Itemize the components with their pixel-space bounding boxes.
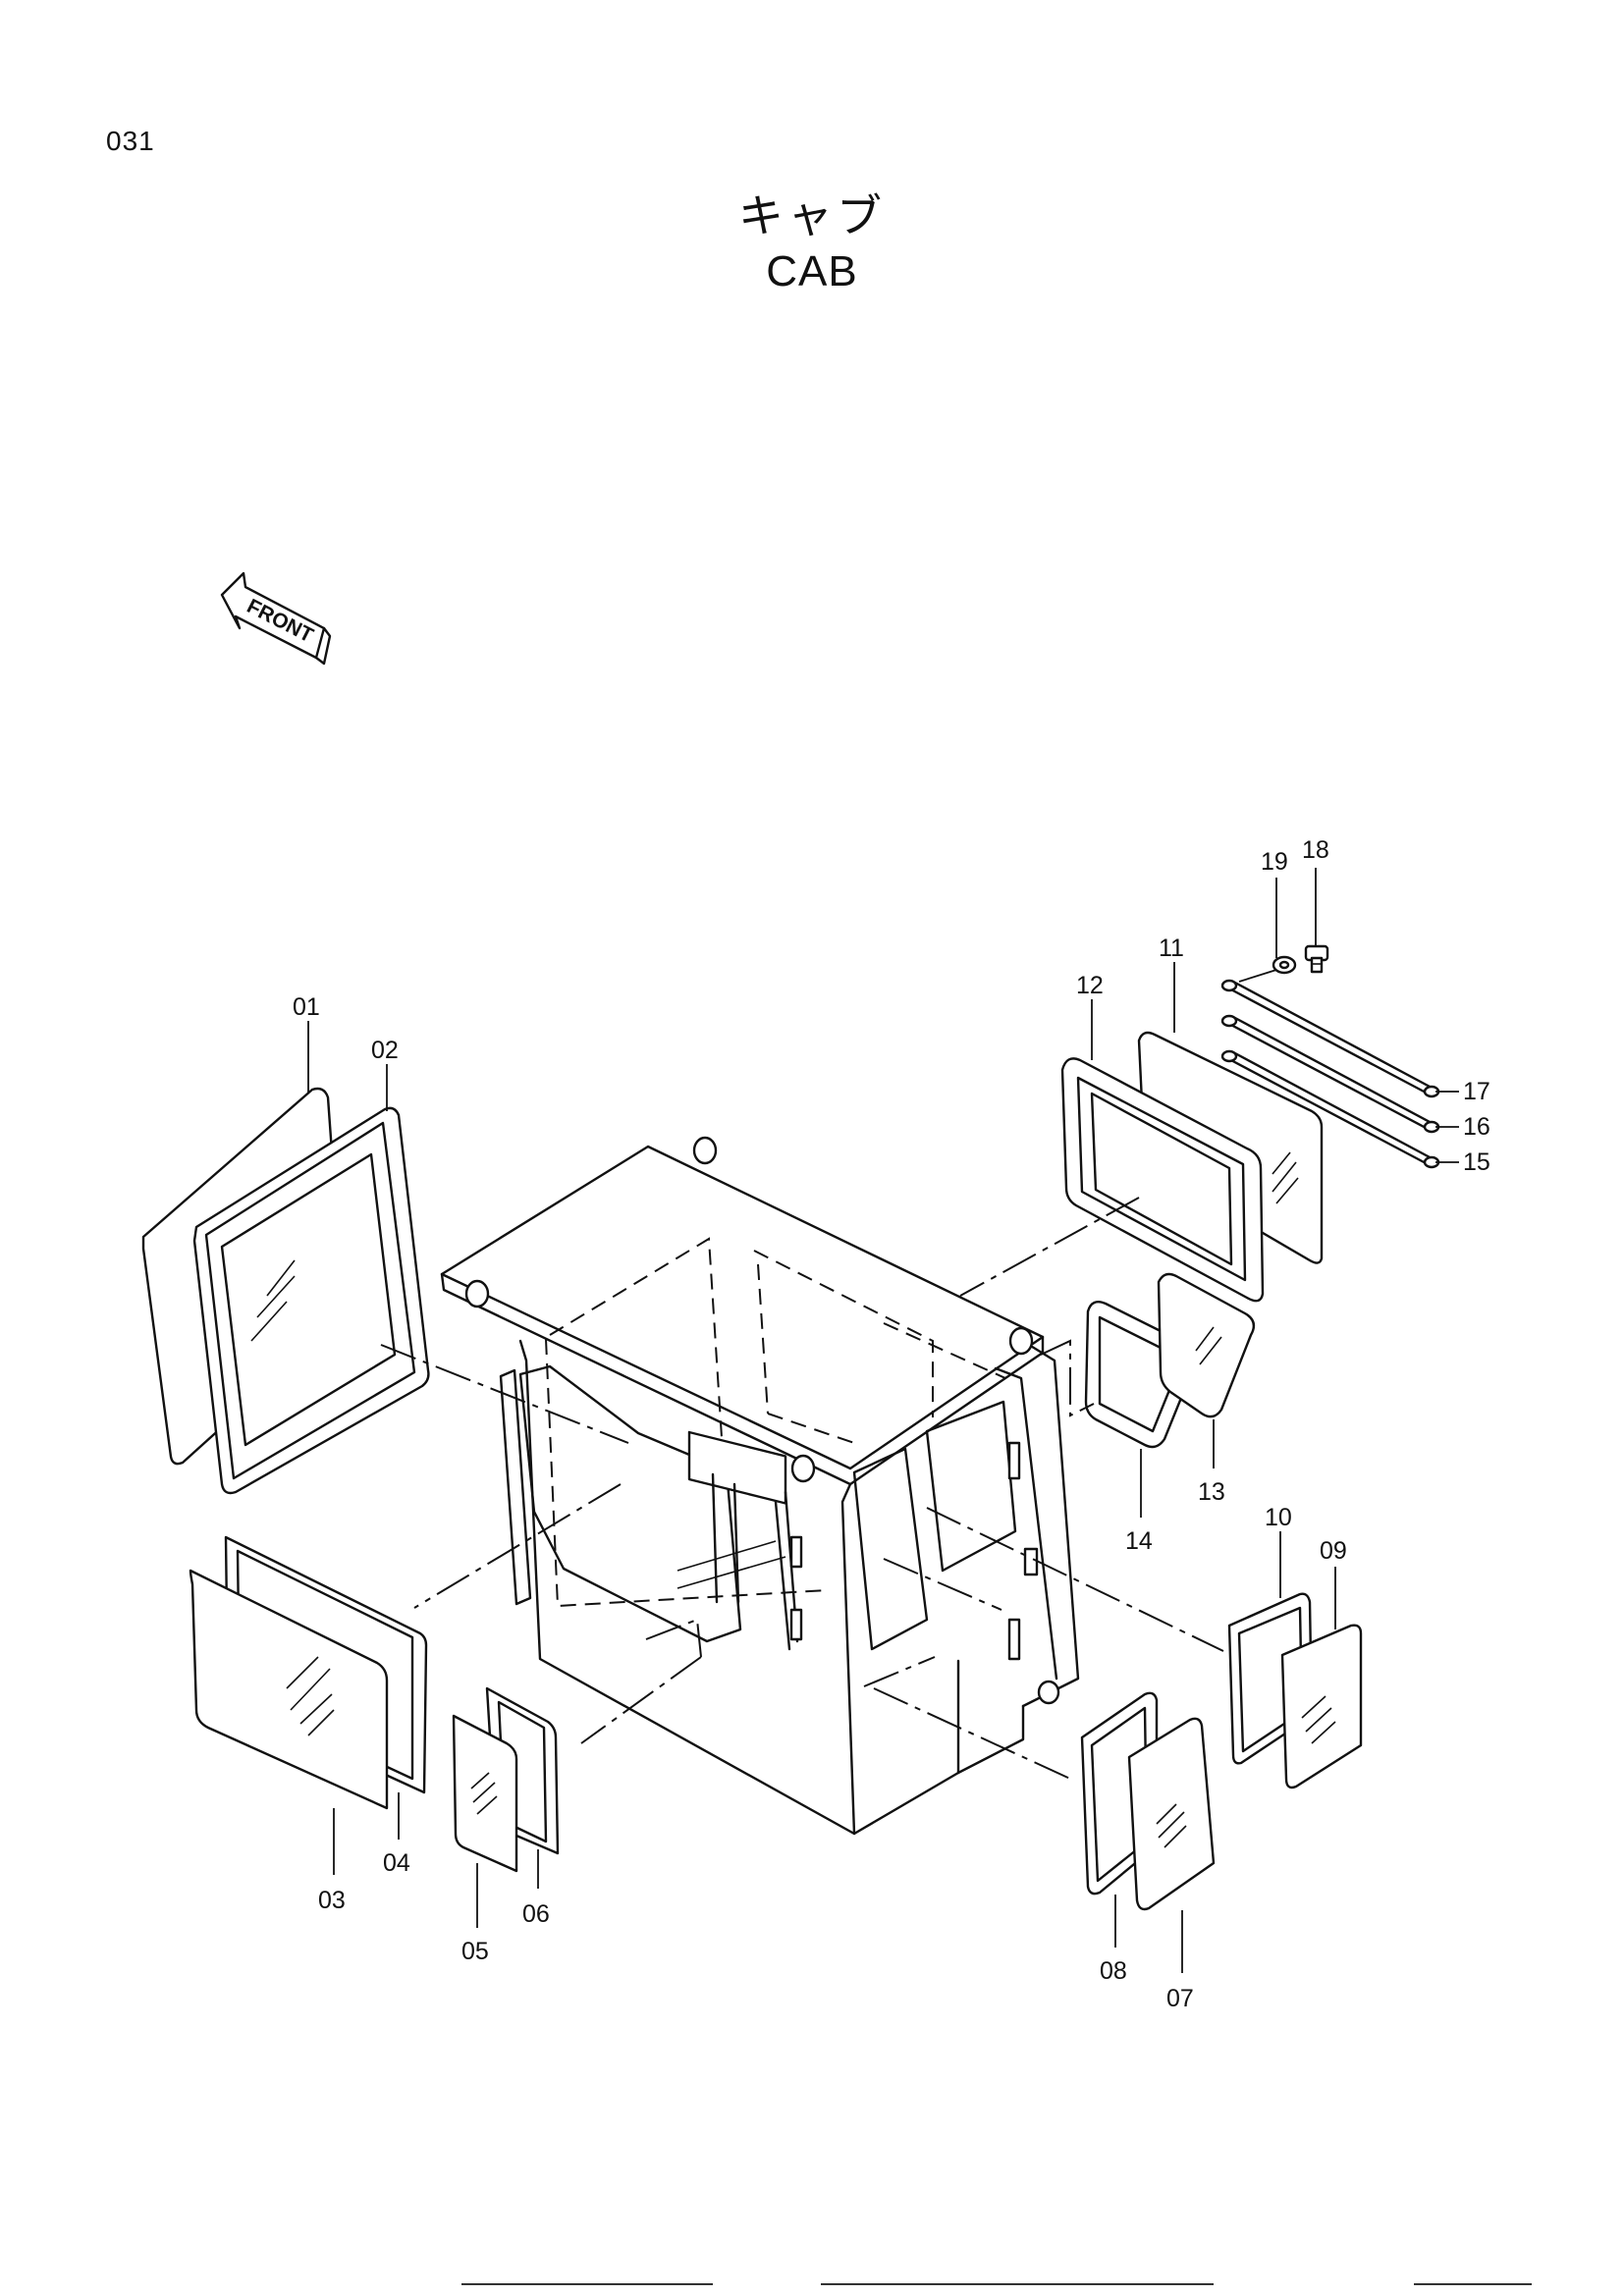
part-15-rod	[1220, 1049, 1440, 1169]
footer-rule-left	[461, 2283, 713, 2285]
part-17-rod	[1220, 979, 1440, 1098]
callout-12: 12	[1076, 972, 1104, 999]
callout-18: 18	[1302, 836, 1329, 864]
title-japanese: キャブ	[738, 189, 886, 242]
callout-09: 09	[1320, 1537, 1347, 1565]
callout-02: 02	[371, 1037, 399, 1064]
callout-labels: 01 02 03 04 05 06 07 08 09 10 11 12 13 1…	[293, 836, 1490, 2012]
callout-14: 14	[1125, 1527, 1153, 1555]
part-02-rear-frame	[192, 1106, 430, 1495]
callout-11: 11	[1159, 934, 1184, 962]
page-number: 031	[106, 126, 155, 156]
part-09-glass	[1280, 1624, 1363, 1789]
part-18-bolt-icon	[1304, 944, 1329, 974]
callout-01: 01	[293, 993, 320, 1021]
part-07-glass	[1127, 1717, 1216, 1911]
callout-06: 06	[522, 1900, 550, 1928]
callout-10: 10	[1265, 1504, 1292, 1531]
part-03-glass	[189, 1569, 389, 1810]
title-english: CAB	[766, 247, 858, 295]
callout-16: 16	[1463, 1113, 1490, 1141]
assembly-lines	[380, 1197, 1224, 1780]
callout-03: 03	[318, 1887, 346, 1914]
callout-05: 05	[461, 1938, 489, 1965]
callout-19: 19	[1261, 848, 1288, 876]
callout-08: 08	[1100, 1957, 1127, 1985]
callout-15: 15	[1463, 1148, 1490, 1176]
part-13-glass	[1157, 1272, 1256, 1418]
callout-13: 13	[1198, 1478, 1225, 1506]
callout-04: 04	[383, 1849, 410, 1877]
part-19-washer-icon	[1272, 955, 1297, 975]
callout-17: 17	[1463, 1078, 1490, 1105]
leader-lines	[307, 868, 1459, 1973]
footer-rule-center	[821, 2283, 1214, 2285]
part-05-glass	[452, 1714, 518, 1873]
callout-07: 07	[1166, 1985, 1194, 2012]
footer-rule-right	[1414, 2283, 1532, 2285]
front-arrow-icon: FRONT	[220, 571, 332, 666]
part-12-frame	[1060, 1057, 1265, 1303]
